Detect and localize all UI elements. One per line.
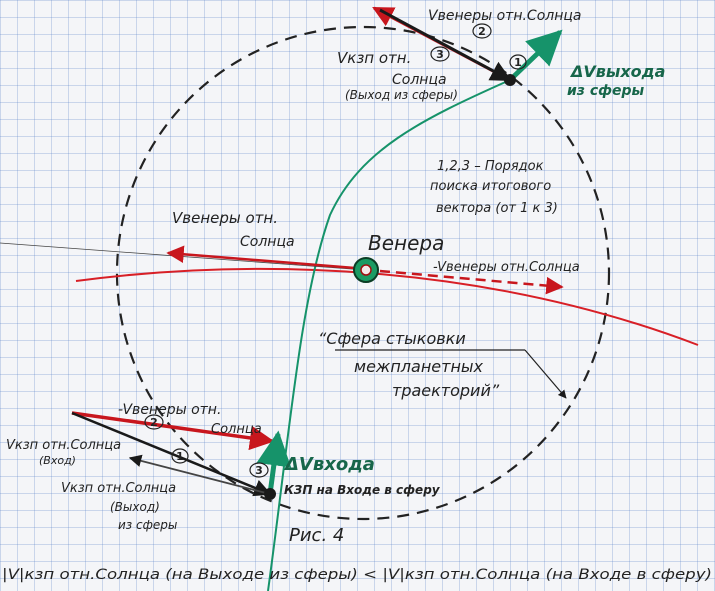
v-venus-mid-label-1: Vвенеры отн. [172,209,278,227]
order-note-line-2: поиска итогового [430,179,551,194]
sphere-label-2: межпланетных [354,357,484,376]
v-kzp-out-label-2: (Выход) [110,500,160,514]
sphere-label-leader [524,349,567,399]
order-number-top-1: 1 [509,54,527,70]
order-number-bottom-1: 1 [171,448,189,464]
v-kzp-exit-arrow-top [379,8,512,82]
order-number-top-3: 3 [430,46,450,62]
svg-text:2: 2 [150,416,158,429]
v-kzp-top-label-1: Vкзп отн. [337,49,411,67]
v-kzp-out-arrow-bottom [128,454,271,495]
delta-v-entry-label: ΔVвхода [283,454,375,475]
order-number-bottom-2: 2 [144,414,164,430]
neg-v-venus-arrow-bottom [71,411,275,451]
exit-point-dot [504,74,516,86]
delta-v-entry-arrow [256,430,292,495]
sphere-label-1: “Сфера стыковки [318,329,466,348]
velocity-comparison-formula: |V|кзп отн.Солнца (на Выходе из сферы) <… [2,567,712,583]
v-venus-top-label: Vвенеры отн.Солнца [428,8,581,24]
v-kzp-top-label-2: Солнца [392,72,447,88]
svg-text:1: 1 [514,56,522,69]
v-kzp-in-label-1: Vкзп отн.Солнца [6,438,121,453]
v-venus-mid-label-2: Солнца [240,234,295,250]
tangent-line [0,242,366,271]
kzp-entry-label: КЗП на Входе в сферу [284,483,441,497]
v-kzp-in-arrow [71,411,272,497]
svg-text:1: 1 [176,450,184,463]
order-note-line-1: 1,2,3 – Порядок [437,159,544,174]
v-kzp-out-label-3: из сферы [118,518,177,532]
v-kzp-in-label-2: (Вход) [39,454,76,467]
svg-text:2: 2 [478,25,486,38]
neg-v-venus-bottom-label-2: Солнца [211,422,262,437]
neg-v-venus-mid-label: -Vвенеры отн.Солнца [433,260,580,275]
delta-v-exit-label-2: из сферы [567,83,645,99]
neg-v-venus-bottom-label-1: -Vвенеры отн. [118,402,221,418]
order-note-line-3: вектора (от 1 к 3) [436,201,558,216]
sphere-label-3: траекторий” [392,381,500,400]
svg-text:3: 3 [255,464,263,477]
sphere-of-influence-circle [115,25,611,521]
order-number-bottom-3: 3 [249,462,269,478]
venus-planet-icon [353,257,379,283]
figure-caption: Рис. 4 [289,525,344,546]
v-kzp-top-label-3: (Выход из сферы) [345,88,458,102]
svg-text:3: 3 [436,48,444,61]
order-number-top-2: 2 [472,23,492,39]
entry-point-dot [264,488,276,500]
v-venus-arrow-mid [166,245,356,270]
delta-v-exit-label-1: ΔVвыхода [569,62,665,81]
neg-v-venus-arrow-mid [379,269,564,295]
v-kzp-out-label-1: Vкзп отн.Солнца [61,481,176,496]
venus-label: Венера [368,231,444,255]
delta-v-exit-arrow [508,29,563,82]
